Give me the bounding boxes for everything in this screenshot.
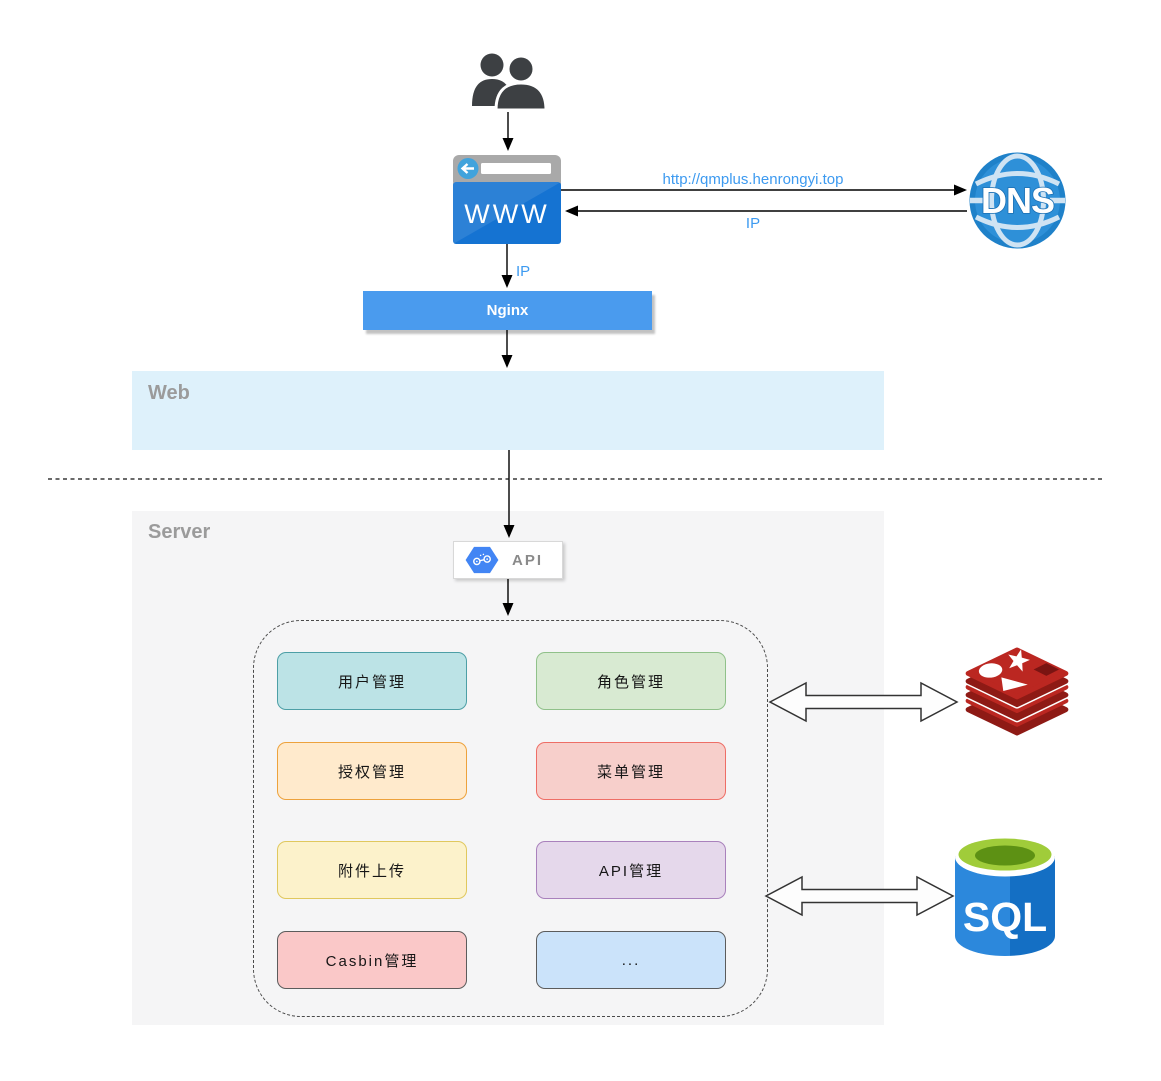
module-box: 附件上传 xyxy=(277,841,467,899)
module-box: API管理 xyxy=(536,841,726,899)
redis-star-shape xyxy=(1008,649,1030,672)
sql-database-icon: SQL xyxy=(955,837,1055,956)
dns-node: DNS xyxy=(969,152,1066,249)
redis-square-hole-shape xyxy=(1033,663,1060,676)
module-box: 用户管理 xyxy=(277,652,467,710)
module-box: Casbin管理 xyxy=(277,931,467,989)
redis-icon xyxy=(965,647,1069,736)
web-zone-label: Web xyxy=(148,382,190,404)
edge-label-url: http://qmplus.henrongyi.top xyxy=(662,171,844,188)
browser-label: WWW xyxy=(464,199,549,229)
nginx-node: Nginx xyxy=(363,291,652,330)
edge-modules-redis xyxy=(768,681,959,723)
module-box: 菜单管理 xyxy=(536,742,726,800)
api-hexagon-icon xyxy=(465,546,499,574)
module-box: 角色管理 xyxy=(536,652,726,710)
dns-label: DNS xyxy=(981,180,1054,221)
modules-group-border xyxy=(253,620,768,1017)
sql-label: SQL xyxy=(963,894,1047,940)
edge-modules-sql xyxy=(764,875,955,917)
edge-label-ip-nginx: IP xyxy=(516,263,531,280)
redis-circle-shape xyxy=(978,663,1003,678)
api-label: API xyxy=(512,551,544,569)
edge-label-ip-dns: IP xyxy=(745,215,761,232)
users-icon xyxy=(472,53,548,112)
redis-triangle-shape xyxy=(1001,677,1028,692)
server-zone-label: Server xyxy=(148,521,211,543)
module-box: 授权管理 xyxy=(277,742,467,800)
api-node: API xyxy=(453,541,563,579)
web-zone: Web xyxy=(132,371,884,450)
browser-node: WWW xyxy=(453,155,561,244)
nginx-label: Nginx xyxy=(486,302,529,319)
module-box: ... xyxy=(536,931,726,989)
